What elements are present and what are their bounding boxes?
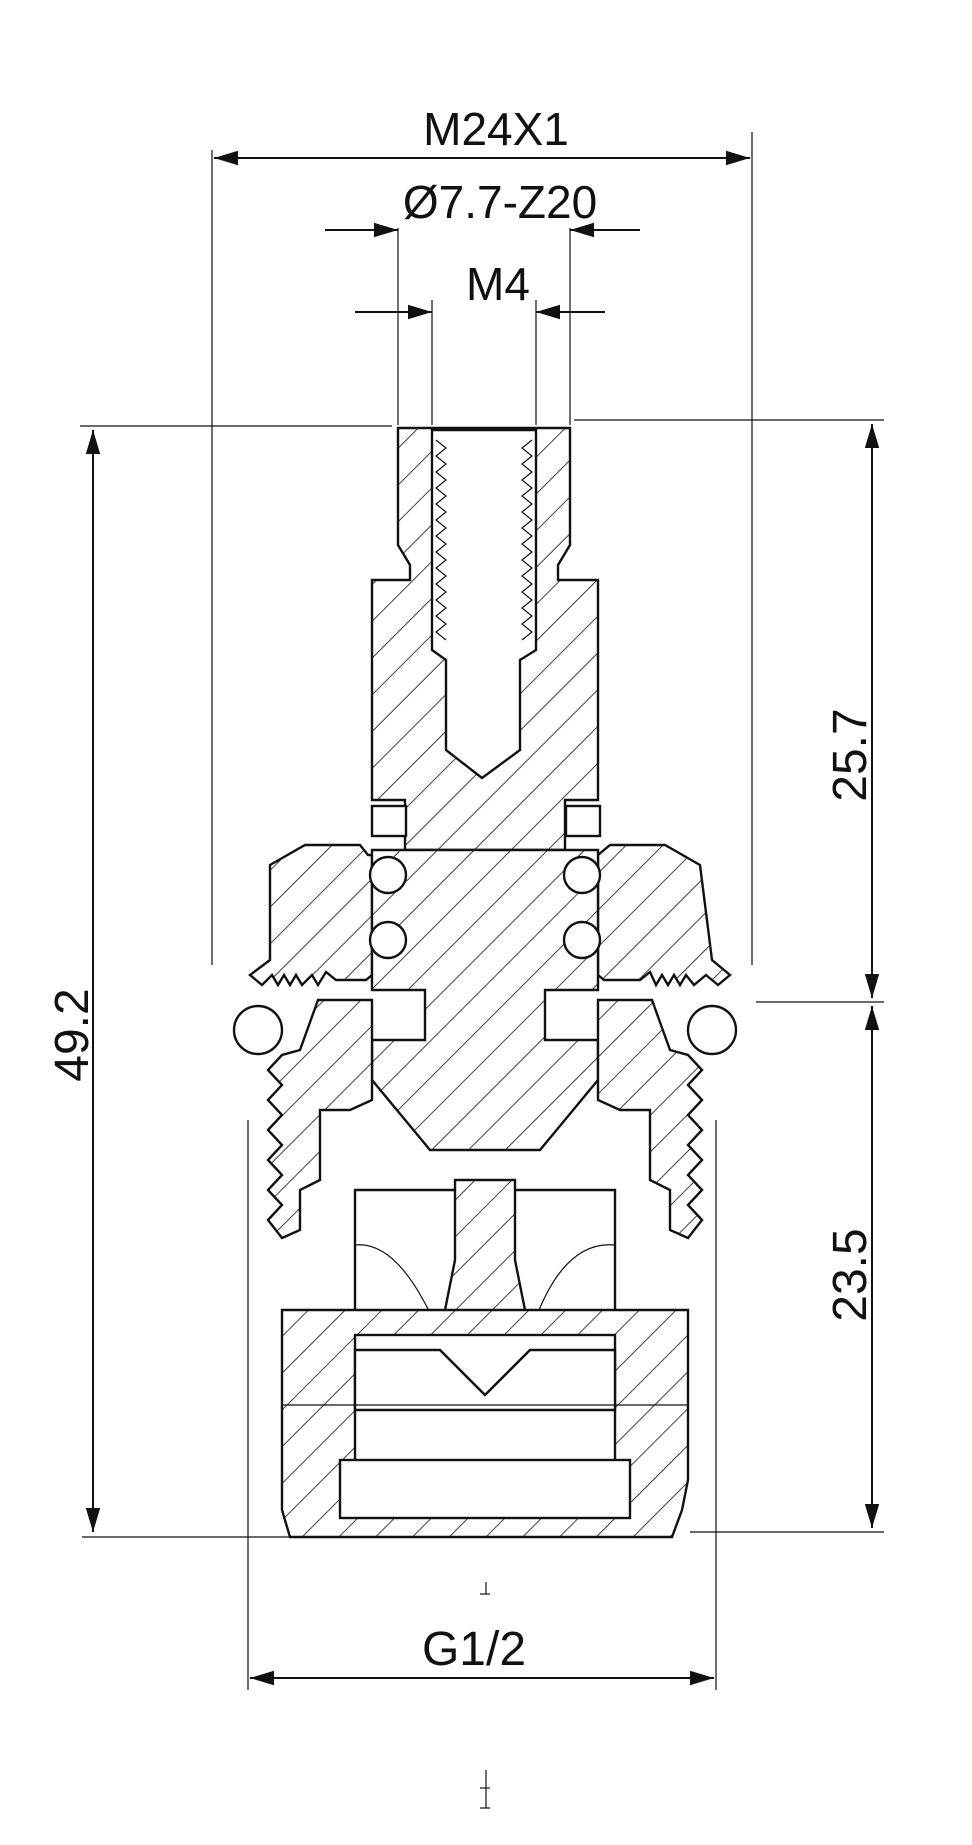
lower-body-left [266,998,374,1240]
dim-label-m24x1: M24X1 [423,103,569,155]
dimension-bottom-thread: G1/2 [247,1120,717,1690]
dim-label-49-2: 49.2 [46,988,99,1081]
cartridge-section [232,426,738,1539]
stray-marks [480,1582,490,1809]
spindle [370,848,600,1152]
dim-label-spline: Ø7.7-Z20 [403,176,597,228]
dim-label-25-7: 25.7 [824,708,877,801]
dim-label-23-5: 23.5 [824,1228,877,1321]
dimension-inner-thread: M4 [355,258,605,425]
threaded-bore [430,428,538,780]
dimension-upper-height: 25.7 [574,419,884,1003]
bore-thread-teeth [435,439,533,641]
dim-label-m4: M4 [466,258,530,310]
o-rings [232,804,738,1056]
dimension-top-thread: M24X1 [211,103,753,965]
base-ring [338,1458,632,1520]
upper-housing [248,843,374,988]
dimension-overall-height: 49.2 [46,425,392,1538]
dim-label-g1-2: G1/2 [422,1623,526,1676]
lower-body-right [596,998,704,1240]
dimension-lower-height: 23.5 [690,1006,884,1533]
upper-housing-right [596,843,732,988]
dimension-spline: Ø7.7-Z20 [325,176,640,425]
lower-disc [353,1348,617,1412]
